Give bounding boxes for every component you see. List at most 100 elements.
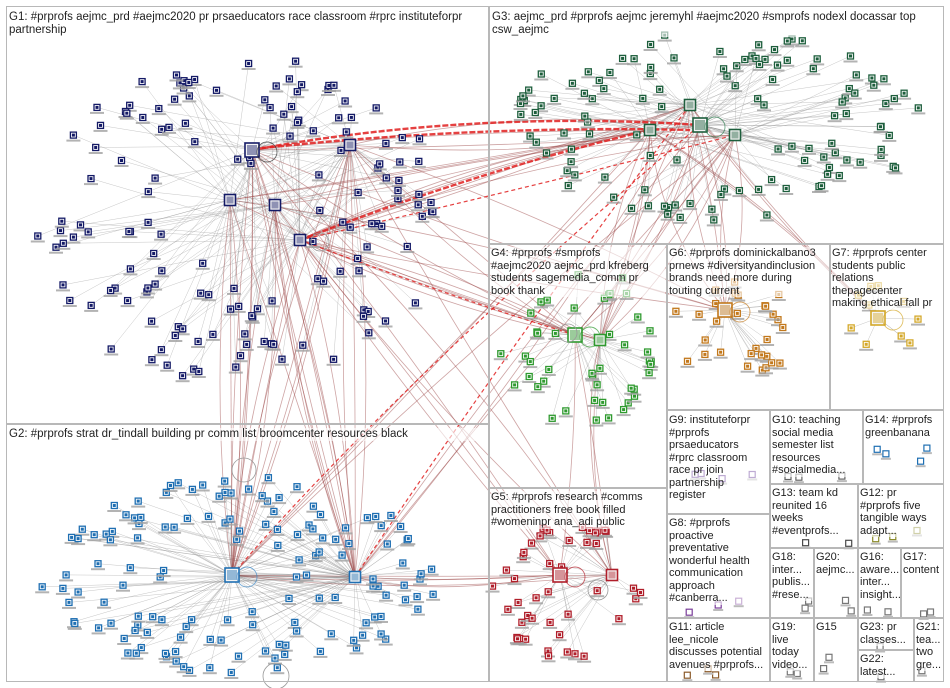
vertex-caption [643, 49, 658, 51]
vertex-icon [530, 541, 533, 545]
vertex-caption [414, 578, 429, 581]
vertex-icon [238, 529, 241, 533]
vertex-icon [321, 536, 325, 540]
vertex-caption [842, 93, 857, 96]
edge [136, 574, 233, 654]
vertex-caption [390, 203, 405, 206]
vertex-caption [59, 579, 74, 582]
vertex-icon [416, 203, 420, 207]
vertex-icon [643, 188, 647, 192]
vertex-icon [785, 58, 789, 62]
vertex-icon [586, 70, 590, 74]
vertex-icon [538, 534, 542, 538]
hub-avatar [343, 138, 357, 152]
vertex-icon [190, 487, 194, 491]
vertex-caption [846, 614, 857, 617]
vertex-caption [119, 117, 134, 120]
edge [185, 123, 253, 151]
edge [299, 559, 356, 578]
mention-edge [231, 144, 351, 576]
edge [148, 199, 231, 223]
hub-avatar-image [608, 571, 616, 579]
vertex-icon [187, 81, 191, 84]
vertex-caption [270, 672, 285, 675]
vertex-caption [635, 102, 650, 105]
vertex-icon [765, 338, 769, 341]
hub-avatar-image [873, 313, 883, 323]
vertex-icon [165, 363, 169, 367]
edge [724, 309, 774, 315]
vertex-node [685, 608, 693, 616]
vertex-caption [902, 347, 917, 350]
edge [274, 180, 399, 206]
vertex-caption [758, 63, 772, 66]
hub-avatar [717, 302, 733, 318]
mention-edge [229, 199, 241, 576]
group-box-g14 [863, 410, 944, 484]
vertex-icon [401, 561, 405, 565]
vertex-caption [145, 621, 160, 624]
vertex-caption [344, 121, 359, 124]
mention-edge [299, 239, 356, 578]
mention-edge [231, 204, 277, 576]
vertex-icon [688, 202, 692, 206]
vertex-icon [725, 74, 729, 78]
vertex-icon [207, 293, 211, 297]
edge [649, 68, 814, 131]
vertex-icon [329, 632, 333, 636]
vertex-icon [658, 87, 662, 91]
vertex-icon [86, 230, 90, 234]
vertex-icon [162, 569, 166, 572]
hub-avatar-image [596, 336, 604, 344]
vertex-caption [167, 531, 182, 534]
vertex-icon [173, 97, 177, 101]
vertex-caption [333, 275, 348, 278]
vertex-caption [510, 643, 525, 646]
vertex-caption [391, 185, 406, 187]
vertex-icon [722, 67, 726, 71]
vertex-icon [99, 123, 102, 127]
vertex-icon [564, 409, 568, 413]
vertex-caption [577, 120, 592, 123]
vertex-node [926, 608, 935, 616]
edge [649, 64, 760, 131]
edge [94, 534, 233, 576]
vertex-icon [547, 368, 551, 371]
vertex-caption [201, 520, 216, 523]
vertex-caption [766, 318, 781, 321]
vertex-caption [335, 559, 350, 562]
vertex-caption [67, 627, 82, 630]
mention-edge [299, 239, 601, 341]
vertex-caption [132, 528, 146, 531]
edge [565, 339, 601, 411]
vertex-icon [528, 134, 532, 138]
vertex-icon [629, 386, 633, 390]
vertex-icon [784, 187, 788, 190]
vertex-icon [703, 338, 707, 342]
vertex-caption [592, 84, 607, 87]
vertex-icon [762, 103, 766, 107]
vertex-icon [365, 516, 369, 520]
vertex-icon [173, 334, 177, 337]
vertex-icon [757, 43, 761, 47]
vertex-icon [334, 537, 338, 541]
edge [525, 334, 576, 357]
vertex-icon [249, 161, 253, 165]
vertex-caption [642, 377, 657, 380]
vertex-icon [247, 62, 251, 65]
vertex-caption [601, 422, 616, 425]
vertex-icon [790, 37, 794, 41]
vertex-icon [333, 596, 337, 599]
vertex-caption [708, 308, 723, 311]
vertex-caption [277, 658, 292, 661]
edge [699, 38, 793, 126]
vertex-caption [577, 660, 592, 663]
vertex-caption [643, 160, 658, 162]
hub-avatar-image [731, 131, 739, 139]
vertex-icon [146, 190, 150, 194]
vertex-caption [292, 564, 307, 567]
vertex-caption [921, 452, 932, 455]
vertex-caption [785, 675, 796, 678]
vertex-caption [103, 295, 118, 297]
vertex-icon [277, 642, 281, 646]
